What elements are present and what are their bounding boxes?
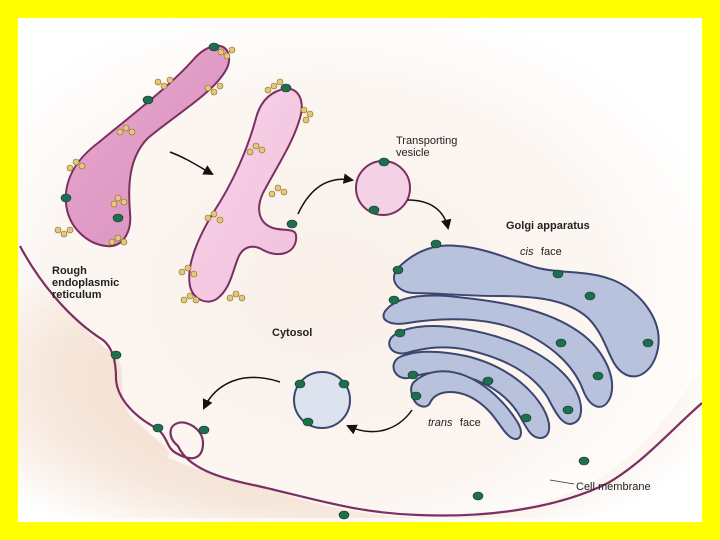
cytosol-label: Cytosol xyxy=(272,327,312,339)
diagram-frame: Rough endoplasmic reticulum Transporting… xyxy=(18,18,702,522)
rough-er-label: Rough endoplasmic reticulum xyxy=(52,265,122,301)
trans-face-label: trans face xyxy=(428,413,481,430)
golgi-trans-cisterna xyxy=(410,370,522,440)
flow-arrows xyxy=(169,151,452,435)
arrow-vesicle-to-membrane xyxy=(202,376,281,410)
transporting-vesicle xyxy=(355,160,411,216)
golgi-cis-cisterna xyxy=(393,244,660,378)
arrow-er-to-vesicle xyxy=(297,173,355,215)
rough-er-body xyxy=(64,44,231,248)
cell-membrane-leader xyxy=(549,479,575,485)
membrane-proteins xyxy=(60,42,654,520)
arrow-vesicle-to-golgi xyxy=(407,199,452,231)
cell-membrane xyxy=(19,245,702,517)
transporting-vesicle-label: Transporting vesicle xyxy=(396,135,460,159)
cytosol-wash xyxy=(18,18,702,522)
cis-face-label: cis face xyxy=(520,242,562,259)
protein-transport-diagram: Rough endoplasmic reticulum Transporting… xyxy=(18,18,702,522)
secretory-vesicle xyxy=(293,371,351,429)
cell-membrane-label: Cell membrane xyxy=(576,481,651,493)
ribosome-clusters xyxy=(54,46,314,304)
arrow-er-to-er xyxy=(169,151,214,176)
arrow-golgi-to-vesicle xyxy=(346,409,413,435)
golgi-label: Golgi apparatus xyxy=(506,220,590,232)
rough-er-budding xyxy=(188,87,303,303)
golgi-cisterna-3 xyxy=(388,325,582,426)
leader-lines xyxy=(549,479,575,485)
golgi-cisterna-2 xyxy=(382,294,614,408)
